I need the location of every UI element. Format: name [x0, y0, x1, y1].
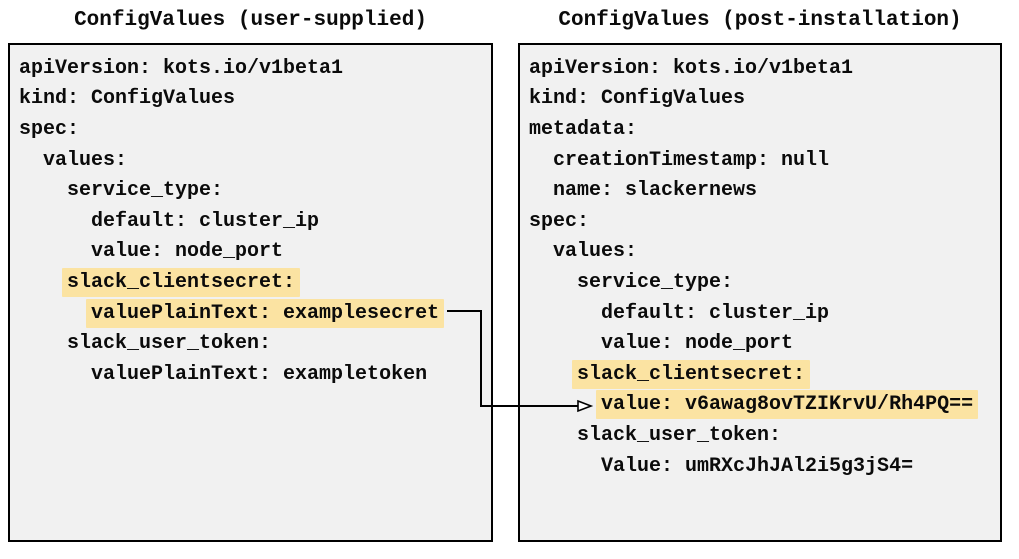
- code-line: apiVersion: kots.io/v1beta1: [529, 53, 1000, 84]
- code-line: valuePlainText: exampletoken: [19, 359, 491, 390]
- indent: [19, 240, 91, 263]
- code-line: Value: umRXcJhJAl2i5g3jS4=: [529, 451, 1000, 482]
- indent: [19, 302, 91, 325]
- code-line: values:: [529, 237, 1000, 268]
- indent: [19, 363, 91, 386]
- indent: [19, 271, 67, 294]
- highlighted-code-text: slack_clientsecret:: [572, 359, 811, 389]
- code-text: slack_user_token:: [577, 423, 782, 447]
- code-line: value: node_port: [19, 237, 491, 268]
- code-line: value: node_port: [529, 328, 1000, 359]
- code-text: spec:: [529, 209, 590, 233]
- code-text: service_type:: [577, 270, 734, 294]
- code-line: slack_clientsecret:: [529, 359, 1000, 390]
- indent: [529, 363, 577, 386]
- indent: [529, 240, 553, 263]
- indent: [19, 149, 43, 172]
- highlighted-code-text: value: v6awag8ovTZIKrvU/Rh4PQ==: [596, 390, 979, 420]
- code-text: name: slackernews: [553, 179, 758, 203]
- code-text: values:: [553, 240, 638, 264]
- indent: [19, 179, 67, 202]
- code-text: apiVersion: kots.io/v1beta1: [529, 56, 854, 80]
- code-line: metadata:: [529, 114, 1000, 145]
- indent: [19, 332, 67, 355]
- code-text: default: cluster_ip: [601, 301, 830, 325]
- code-line: spec:: [529, 206, 1000, 237]
- code-text: values:: [43, 148, 128, 172]
- right-panel-title: ConfigValues (post-installation): [558, 9, 962, 32]
- indent: [529, 302, 601, 325]
- code-line: creationTimestamp: null: [529, 145, 1000, 176]
- indent: [19, 210, 91, 233]
- code-text: slack_user_token:: [67, 332, 272, 356]
- code-text: creationTimestamp: null: [553, 148, 830, 172]
- code-line: values:: [19, 145, 491, 176]
- code-text: value: node_port: [91, 240, 284, 264]
- code-line: slack_user_token:: [529, 420, 1000, 451]
- indent: [529, 149, 553, 172]
- code-line: name: slackernews: [529, 175, 1000, 206]
- indent: [529, 332, 601, 355]
- right-panel-code: apiVersion: kots.io/v1beta1 kind: ConfigV…: [529, 53, 1000, 481]
- code-line: slack_clientsecret:: [19, 267, 491, 298]
- code-line: kind: ConfigValues: [19, 84, 491, 115]
- code-text: default: cluster_ip: [91, 209, 320, 233]
- code-line: default: cluster_ip: [529, 298, 1000, 329]
- code-text: value: node_port: [601, 332, 794, 356]
- indent: [529, 393, 601, 416]
- code-text: kind: ConfigValues: [529, 87, 746, 111]
- code-text: spec:: [19, 117, 80, 141]
- indent: [529, 179, 553, 202]
- left-panel-title: ConfigValues (user-supplied): [74, 9, 427, 32]
- code-line: apiVersion: kots.io/v1beta1: [19, 53, 491, 84]
- code-line: service_type:: [529, 267, 1000, 298]
- code-line: service_type:: [19, 175, 491, 206]
- code-text: service_type:: [67, 179, 224, 203]
- code-text: valuePlainText: exampletoken: [91, 362, 428, 386]
- code-line: valuePlainText: examplesecret: [19, 298, 491, 329]
- code-text: Value: umRXcJhJAl2i5g3jS4=: [601, 454, 914, 478]
- indent: [529, 271, 577, 294]
- indent: [529, 455, 601, 478]
- code-line: spec:: [19, 114, 491, 145]
- code-line: slack_user_token:: [19, 328, 491, 359]
- code-text: metadata:: [529, 117, 638, 141]
- code-text: kind: ConfigValues: [19, 87, 236, 111]
- left-panel-user-supplied: apiVersion: kots.io/v1beta1 kind: ConfigV…: [8, 43, 493, 542]
- highlighted-code-text: slack_clientsecret:: [62, 267, 301, 297]
- code-line: default: cluster_ip: [19, 206, 491, 237]
- code-line: value: v6awag8ovTZIKrvU/Rh4PQ==: [529, 390, 1000, 421]
- right-panel-post-installation: apiVersion: kots.io/v1beta1 kind: ConfigV…: [518, 43, 1002, 542]
- left-panel-code: apiVersion: kots.io/v1beta1 kind: ConfigV…: [19, 53, 491, 390]
- highlighted-code-text: valuePlainText: examplesecret: [86, 298, 445, 328]
- indent: [529, 424, 577, 447]
- code-line: kind: ConfigValues: [529, 84, 1000, 115]
- code-text: apiVersion: kots.io/v1beta1: [19, 56, 344, 80]
